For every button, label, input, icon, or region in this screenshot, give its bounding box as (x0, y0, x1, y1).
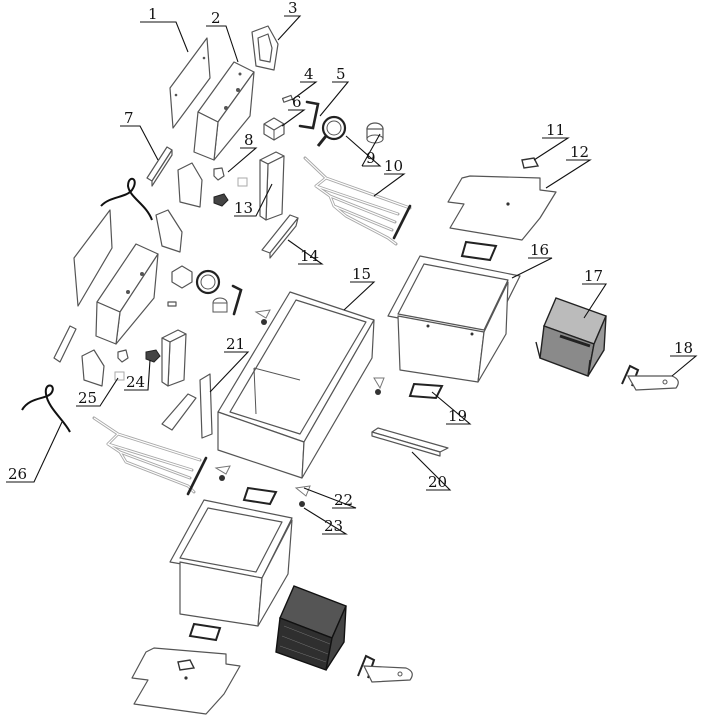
callout-21: 21 (226, 335, 245, 353)
part-foot-pad-22 (294, 485, 311, 497)
part-control-housing-lower (95, 243, 159, 345)
part-clip-8 (213, 167, 225, 181)
part-foot-pad-top (254, 309, 271, 319)
part-foot-23 (299, 501, 305, 507)
part-gasket-lower (188, 622, 222, 642)
callout-25: 25 (78, 389, 97, 407)
part-foot-top (261, 319, 267, 325)
part-lid-lower (131, 647, 241, 715)
part-terminal-small (237, 177, 248, 187)
part-handle-bar-5 (298, 100, 320, 130)
part-main-body-15 (217, 291, 375, 479)
callout-11: 11 (546, 121, 565, 139)
callout-14: 14 (300, 247, 319, 265)
callout-5: 5 (336, 65, 346, 83)
callout-23: 23 (324, 517, 343, 535)
callout-26: 26 (8, 465, 27, 483)
part-strip-lower (53, 325, 77, 363)
part-fry-basket-17 (535, 297, 607, 377)
leader-lines (6, 15, 698, 535)
callout-3: 3 (288, 0, 298, 17)
part-strip-7 (146, 146, 173, 187)
callout-12: 12 (570, 143, 589, 161)
part-foot-upper (213, 193, 229, 207)
callout-17: 17 (584, 267, 603, 285)
part-gasket-19 (408, 382, 444, 400)
part-upright-bracket-lower (161, 329, 187, 387)
part-switch-6 (263, 117, 285, 141)
part-bracket-lower (81, 349, 105, 387)
part-clip-lower (117, 349, 129, 363)
part-knob-lower (195, 269, 228, 313)
part-bracket-3 (251, 25, 279, 71)
part-handle-bar-lower (231, 284, 243, 316)
part-bar-20 (371, 427, 449, 457)
part-fry-basket-lower (275, 585, 347, 671)
part-foot-pad-left (214, 465, 231, 475)
part-cable-upper (100, 177, 153, 221)
part-bracket-upper-mid (155, 209, 183, 253)
part-lid-12 (447, 175, 557, 241)
part-heating-element-lower (92, 416, 208, 496)
callout-16: 16 (530, 241, 549, 259)
callout-6: 6 (292, 93, 302, 111)
part-foot-lower (145, 349, 161, 363)
callout-8: 8 (244, 131, 254, 149)
callout-13: 13 (234, 199, 253, 217)
part-channel-lower (161, 393, 197, 431)
part-upright-bracket-21 (199, 373, 213, 439)
part-lid-knob-11 (521, 157, 540, 169)
callout-20: 20 (428, 473, 447, 491)
part-bracket-upper-left (177, 162, 203, 208)
part-heating-element-10 (303, 156, 412, 246)
part-basket-handle-18 (621, 364, 679, 391)
callout-4: 4 (304, 65, 314, 83)
callout-9: 9 (366, 149, 376, 167)
callout-18: 18 (674, 339, 693, 357)
part-channel-14 (261, 214, 299, 259)
part-upright-bracket-13 (259, 151, 285, 221)
part-terminal-lower (114, 371, 125, 381)
callout-22: 22 (334, 491, 353, 509)
callout-15: 15 (352, 265, 371, 283)
part-thermostat-9 (316, 115, 384, 147)
part-foot-right (375, 389, 381, 395)
callout-24: 24 (126, 373, 145, 391)
part-cable-lower (21, 384, 71, 433)
callout-7: 7 (124, 109, 134, 127)
part-control-housing-upper (193, 61, 255, 161)
callout-1: 1 (148, 5, 158, 23)
part-basket-handle-lower (357, 654, 413, 683)
callout-10: 10 (384, 157, 403, 175)
part-switch-lower (171, 265, 193, 289)
callout-labels: 1 2 3 4 5 6 7 8 9 10 11 12 13 14 15 16 1… (8, 0, 693, 535)
part-side-panel-upper (169, 37, 211, 129)
part-side-panel-lower (73, 209, 113, 307)
part-oil-pan-lower (169, 499, 293, 627)
part-small-pin-4 (281, 94, 293, 103)
part-foot-pad-right (373, 377, 385, 390)
part-oil-pan-16 (387, 255, 521, 383)
part-gasket-upper (460, 240, 498, 262)
part-foot-left (219, 475, 225, 481)
callout-2: 2 (211, 9, 221, 27)
part-gasket-mid (242, 486, 278, 506)
callout-19: 19 (448, 407, 467, 425)
part-pin-lower (167, 301, 177, 307)
